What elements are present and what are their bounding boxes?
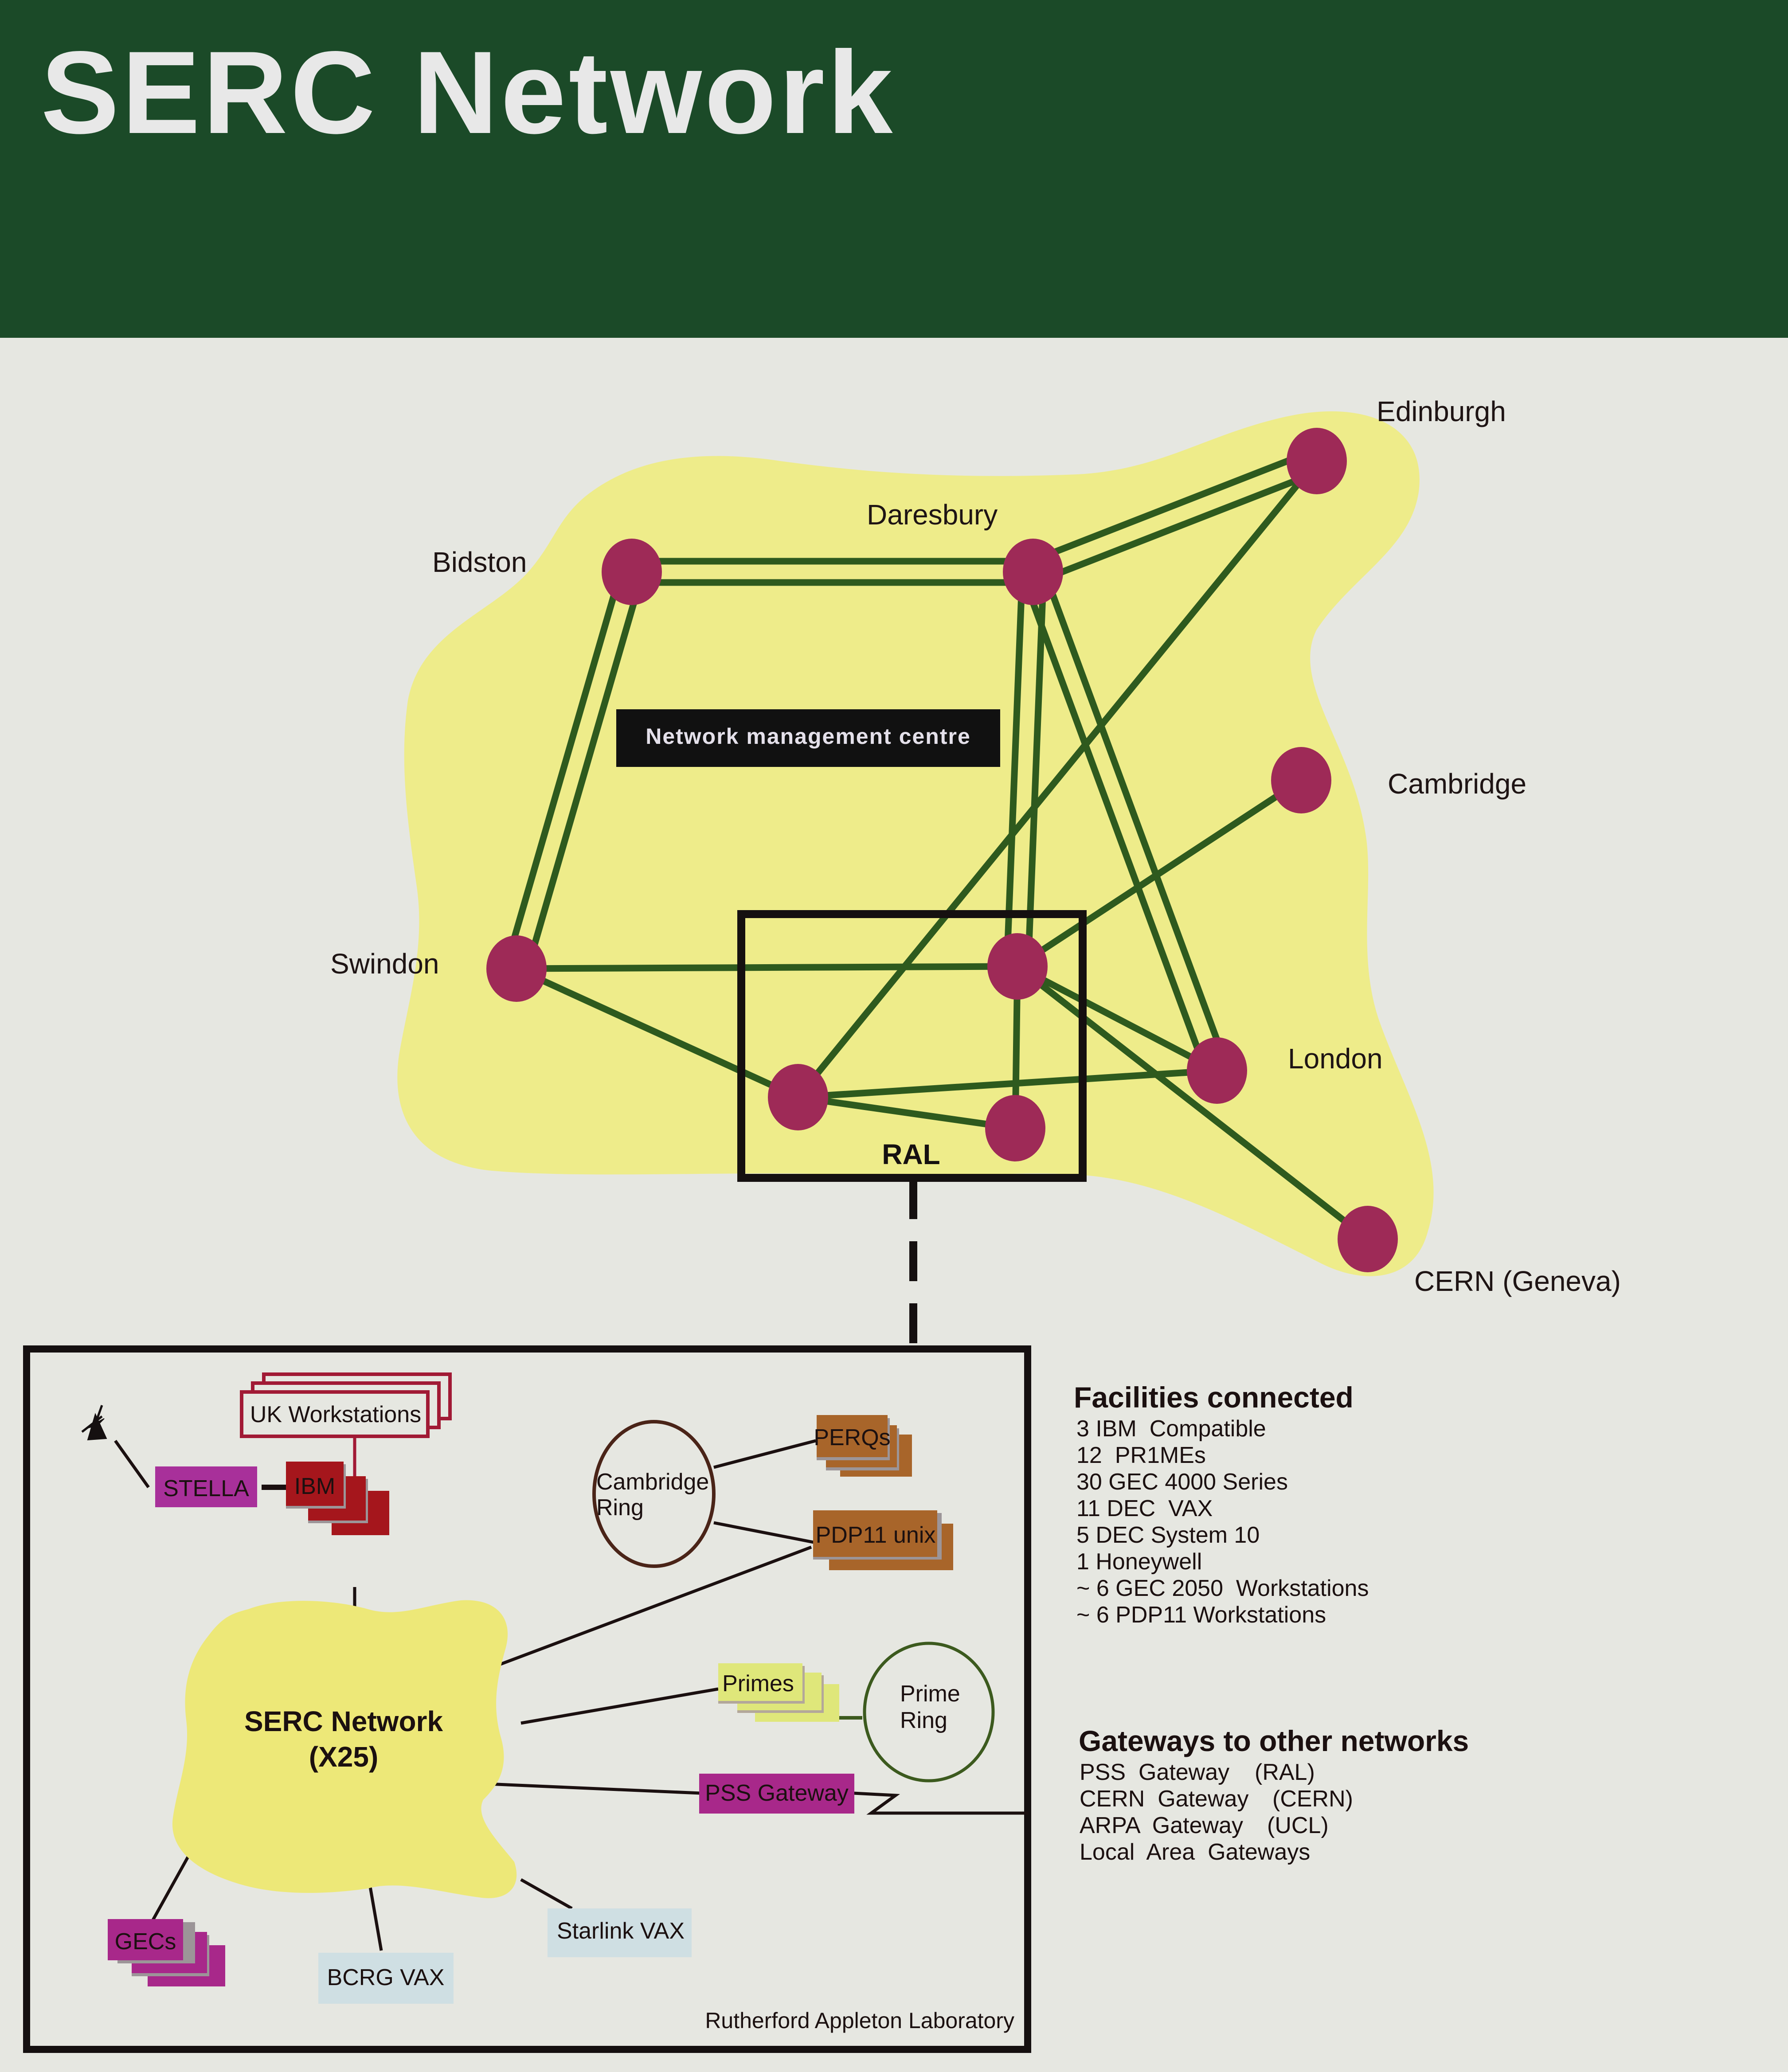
node-ral-2	[768, 1064, 828, 1130]
network-nodes	[486, 428, 1398, 1272]
bcrg-vax-node	[318, 1953, 454, 2004]
facility-item: 30 GEC 4000 Series	[1076, 1469, 1288, 1495]
node-edinburgh	[1287, 428, 1347, 494]
pss-gateway-node	[699, 1774, 854, 1814]
starlink-vax-node	[548, 1908, 692, 1957]
cambridge-ring-label-line2: Ring	[596, 1495, 644, 1521]
gateway-name: ARPA Gateway	[1080, 1813, 1243, 1838]
link-daresbury-ral_1-2	[1003, 571, 1026, 966]
ibm-label: IBM	[294, 1474, 335, 1499]
ral-label: RAL	[882, 1138, 940, 1170]
uk-workstations-label: UK Workstations	[250, 1402, 421, 1427]
nmc-label: Network management centre	[646, 724, 971, 749]
link-cambridge-ral_1	[1015, 777, 1303, 970]
city-label-london: London	[1288, 1043, 1383, 1075]
ibm-node: IBM	[286, 1462, 389, 1535]
cambridge-ring	[592, 1420, 716, 1568]
node-swindon	[486, 935, 547, 1002]
link-daresbury-london-1	[1040, 567, 1230, 1068]
starlink-vax-label: Starlink VAX	[557, 1918, 685, 1944]
node-cern	[1338, 1206, 1398, 1272]
ral-detail-frame	[23, 1345, 1031, 2053]
node-bidston	[602, 539, 662, 605]
network-links	[503, 448, 1370, 1242]
city-label-daresbury: Daresbury	[867, 499, 998, 531]
gateway-name: PSS Gateway	[1080, 1759, 1229, 1785]
coverage-region	[397, 411, 1434, 1276]
bcrg-vax-label: BCRG VAX	[327, 1965, 445, 1990]
x25-core-cloud	[172, 1600, 517, 1898]
node-ral-1	[987, 933, 1048, 1000]
facilities-panel: Facilities connected 3 IBM Compatible12 …	[1074, 1381, 1369, 1628]
link-daresbury-edinburgh-2	[1036, 468, 1322, 585]
city-label-edinburgh: Edinburgh	[1377, 395, 1506, 427]
link-ral_1-cern	[1015, 964, 1370, 1242]
city-label-cern: CERN (Geneva)	[1414, 1265, 1621, 1297]
gateway-site: (RAL)	[1255, 1759, 1315, 1785]
gateways-panel: Gateways to other networks PSS Gateway (R…	[1079, 1724, 1469, 1865]
stella-node	[155, 1466, 257, 1507]
gecs-label: GECs	[115, 1929, 176, 1955]
ral-detail: SERC Network (X25) UK Workstations STELL…	[23, 1345, 1031, 2053]
node-london	[1187, 1037, 1247, 1104]
detail-links	[114, 1416, 1029, 1951]
perqs-label: PERQs	[814, 1425, 890, 1450]
wan-map: RAL Edinburgh Daresbury Bidston Cambridg…	[330, 395, 1621, 1348]
node-cambridge	[1271, 747, 1331, 813]
facility-item: 11 DEC VAX	[1076, 1496, 1213, 1521]
ral-detail-footer: Rutherford Appleton Laboratory	[705, 2008, 1014, 2033]
satellite-dish-icon	[81, 1405, 107, 1441]
cambridge-ring-label-line1: Cambridge	[596, 1469, 709, 1495]
link-daresbury-edinburgh-1	[1028, 448, 1314, 565]
node-daresbury	[1003, 539, 1063, 605]
gateways-list: PSS Gateway (RAL) CERN Gateway (CERN) ARPA G…	[1080, 1759, 1353, 1865]
link-daresbury-ral_1-1	[1025, 572, 1047, 967]
link-edinburgh-ral_2	[795, 459, 1319, 1099]
link-swindon-ral_2	[515, 966, 800, 1100]
gateway-site: (UCL)	[1267, 1813, 1329, 1838]
primes-label: Primes	[722, 1671, 794, 1697]
pdp11-unix-label: PDP11 unix	[816, 1522, 936, 1548]
node-ral-3	[985, 1095, 1045, 1161]
x25-core-label-line2: (X25)	[309, 1741, 379, 1773]
link-ral_1-london	[1016, 963, 1219, 1074]
nmc-label-box	[616, 709, 1000, 767]
link-bidston-swindon-2	[503, 568, 625, 967]
header-band	[0, 0, 1788, 338]
link-bidston-swindon-1	[523, 574, 646, 973]
facility-item: 1 Honeywell	[1076, 1549, 1202, 1575]
primes-node: Primes	[718, 1663, 839, 1722]
facility-item: ~ 6 PDP11 Workstations	[1076, 1602, 1326, 1628]
link-daresbury-london-2	[1020, 574, 1210, 1075]
link-ral_2-ral_3	[797, 1094, 1016, 1132]
link-swindon-ral_1	[516, 963, 1018, 972]
uk-workstations-node: UK Workstations	[240, 1372, 452, 1438]
facilities-heading: Facilities connected	[1074, 1381, 1354, 1414]
x25-core-label-line1: SERC Network	[244, 1705, 443, 1737]
gateways-heading: Gateways to other networks	[1079, 1724, 1469, 1757]
page-title: SERC Network	[41, 27, 895, 158]
city-label-bidston: Bidston	[432, 546, 527, 578]
perqs-node: PERQs	[814, 1415, 912, 1477]
link-ral_2-london	[798, 1067, 1217, 1101]
city-label-cambridge: Cambridge	[1388, 768, 1526, 800]
city-label-swindon: Swindon	[330, 948, 439, 980]
pdp11-unix-node: PDP11 unix	[813, 1510, 953, 1570]
prime-ring	[863, 1642, 995, 1783]
gateway-name: Local Area Gateways	[1080, 1839, 1310, 1865]
facility-item: ~ 6 GEC 2050 Workstations	[1076, 1576, 1369, 1601]
gecs-node: GECs	[108, 1919, 225, 1986]
prime-ring-label-line2: Ring	[900, 1708, 947, 1733]
gateway-name: CERN Gateway	[1080, 1786, 1248, 1812]
ral-site-box	[737, 910, 1087, 1182]
facility-item: 5 DEC System 10	[1076, 1522, 1260, 1548]
facility-item: 12 PR1MEs	[1076, 1443, 1206, 1468]
prime-ring-label-line1: Prime	[900, 1681, 960, 1707]
gateway-site: (CERN)	[1272, 1786, 1353, 1812]
pss-gateway-label: PSS Gateway	[705, 1780, 849, 1806]
facility-item: 3 IBM Compatible	[1076, 1416, 1266, 1442]
stella-label: STELLA	[163, 1476, 249, 1501]
